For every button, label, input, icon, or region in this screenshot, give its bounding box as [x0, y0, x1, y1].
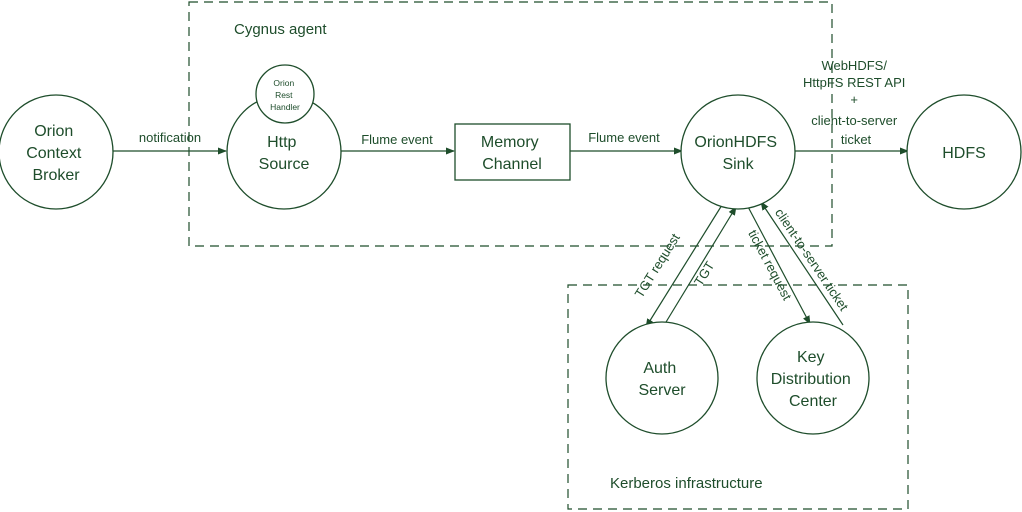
cygnus-agent-label: Cygnus agent: [234, 21, 327, 38]
tgt-arrow: [662, 206, 737, 328]
node-label-line: Distribution: [771, 371, 851, 388]
client-to-server-ticket-arrow: [760, 201, 844, 326]
memory-channel-label: Memory Channel: [481, 134, 543, 173]
node-label-line: Context: [26, 145, 82, 162]
webhdfs-label-line: WebHDFS/: [821, 58, 887, 73]
auth-server-label: Auth Server: [638, 360, 686, 399]
hdfs-label: HDFS: [942, 145, 986, 162]
hdfs-circle: [906, 94, 1022, 210]
http-source-node: Http Source: [226, 94, 342, 210]
flume-event-label-1: Flume event: [361, 132, 433, 147]
node-label-line: Memory: [481, 134, 539, 151]
node-label-line: Orion: [34, 123, 73, 140]
notification-label: notification: [139, 130, 201, 145]
node-label-line: Sink: [722, 156, 754, 173]
node-label-line: Source: [259, 156, 310, 173]
orionhdfs-sink-circle: [680, 94, 796, 210]
node-label-line: Channel: [482, 156, 542, 173]
hdfs-node: HDFS: [906, 94, 1022, 210]
http-source-label: Http Source: [259, 134, 310, 173]
node-label-line: HDFS: [942, 145, 986, 162]
webhdfs-label-line: client-to-server: [811, 113, 898, 128]
auth-server-node: Auth Server: [605, 321, 719, 435]
ticket-request-arrow: [745, 202, 811, 325]
key-distribution-center-node: Key Distribution Center: [756, 321, 870, 435]
cygnus-agent-boundary: [188, 1, 833, 247]
flume-event-label-2: Flume event: [588, 130, 660, 145]
kerberos-infrastructure-label: Kerberos infrastructure: [610, 475, 763, 492]
orion-rest-handler-node: Orion Rest Handler: [255, 64, 315, 124]
memory-channel-box: [454, 123, 571, 181]
tgt-label: TGT: [691, 259, 718, 289]
node-label-line: Broker: [32, 167, 80, 184]
auth-server-circle: [605, 321, 719, 435]
node-label-line: Center: [789, 393, 838, 410]
key-distribution-center-circle: [756, 321, 870, 435]
kerberos-boundary: [567, 284, 909, 510]
node-label-line: Handler: [270, 102, 300, 112]
orion-rest-handler-circle: [255, 64, 315, 124]
webhdfs-label-line: ticket: [841, 132, 872, 147]
orion-context-broker-label: Orion Context Broker: [26, 123, 86, 184]
webhdfs-label: WebHDFS/ HttpFS REST API + client-to-ser…: [803, 58, 909, 147]
orionhdfs-sink-node: OrionHDFS Sink: [680, 94, 796, 210]
key-distribution-center-label: Key Distribution Center: [771, 349, 855, 410]
orionhdfs-sink-label: OrionHDFS Sink: [694, 134, 781, 173]
node-label-line: Auth: [643, 360, 676, 377]
node-label-line: OrionHDFS: [694, 134, 777, 151]
orion-rest-handler-label: Orion Rest Handler: [270, 78, 300, 112]
webhdfs-label-line: +: [850, 92, 858, 107]
memory-channel-node: Memory Channel: [454, 123, 571, 181]
node-label-line: Http: [267, 134, 296, 151]
orion-context-broker-node: Orion Context Broker: [0, 94, 114, 210]
tgt-request-arrow: [645, 204, 723, 328]
node-label-line: Orion: [273, 78, 294, 88]
orion-context-broker-circle: [0, 94, 114, 210]
ticket-request-label: ticket request: [745, 227, 795, 303]
node-label-line: Server: [638, 382, 686, 399]
node-label-line: Rest: [275, 90, 293, 100]
tgt-request-label: TGT request: [632, 230, 683, 300]
node-label-line: Key: [797, 349, 825, 366]
webhdfs-label-line: HttpFS REST API: [803, 75, 905, 90]
